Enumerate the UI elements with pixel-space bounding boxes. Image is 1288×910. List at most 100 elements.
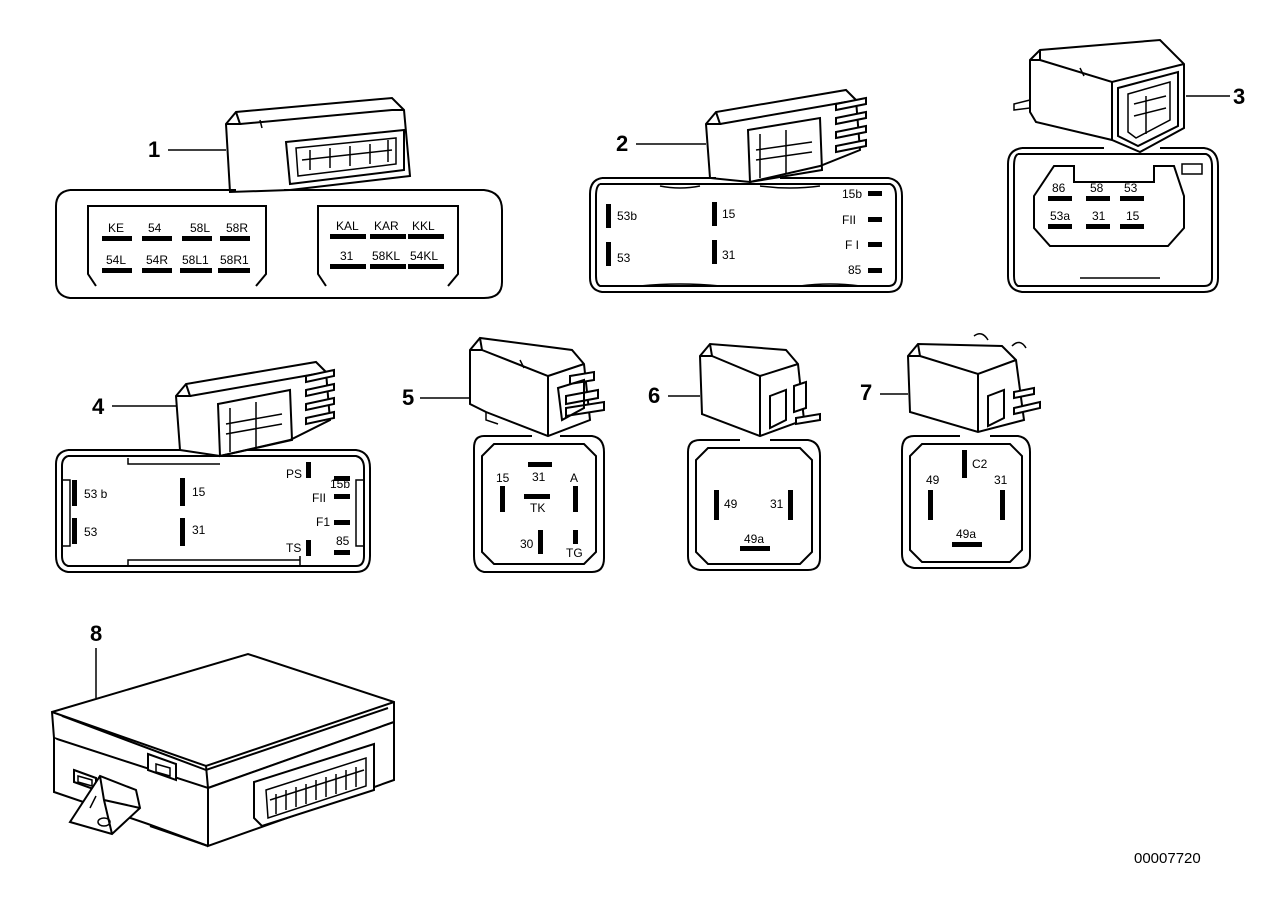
pin-label: 49 <box>926 473 940 487</box>
relay-4-pin-labels: 53 b 53 15 31 PS TS 15b FII F1 85 <box>72 462 350 556</box>
pin-label: 53a <box>1050 209 1070 223</box>
callout-4: 4 <box>92 394 105 419</box>
pin-contact <box>408 234 444 239</box>
pin-label: 53b <box>617 209 637 223</box>
pin-contact <box>182 236 212 241</box>
pin-contact <box>334 494 350 499</box>
relay-3-pin-face <box>1007 147 1219 293</box>
relay-2-body <box>704 88 867 184</box>
pin-contact <box>1120 224 1144 229</box>
callout-6: 6 <box>648 383 660 408</box>
pin-contact <box>1048 224 1072 229</box>
pin-label: 15 <box>1126 209 1140 223</box>
pin-label: 31 <box>340 249 354 263</box>
pin-label: 53 b <box>84 487 108 501</box>
relay-5-pin-face <box>473 435 605 573</box>
part-1: 1 KE 54 58L 58R 54L <box>55 96 503 299</box>
pin-label: 49 <box>724 497 738 511</box>
pin-contact <box>72 518 77 544</box>
relay-7-body <box>906 333 1041 434</box>
relay-5-body <box>469 336 605 438</box>
pin-label: 54KL <box>410 249 438 263</box>
pin-label: 58R <box>226 221 248 235</box>
pin-contact <box>142 236 172 241</box>
pin-contact <box>952 542 982 547</box>
pin-contact <box>528 462 552 467</box>
pin-label: 86 <box>1052 181 1066 195</box>
pin-label: 49a <box>744 532 764 546</box>
pin-label: 31 <box>532 470 546 484</box>
pin-contact <box>72 480 77 506</box>
pin-contact <box>102 236 132 241</box>
part-2: 2 53b 53 15 31 15b FII <box>589 88 903 293</box>
pin-contact <box>180 518 185 546</box>
pin-contact <box>573 486 578 512</box>
pin-contact <box>334 520 350 525</box>
pin-contact <box>500 486 505 512</box>
pin-contact <box>928 490 933 520</box>
pin-contact <box>330 234 366 239</box>
control-module-body <box>50 652 395 848</box>
relay-5-pin-labels: 15 31 A TK 30 TG <box>496 462 583 560</box>
pin-label: 58 <box>1090 181 1104 195</box>
pin-contact <box>712 240 717 264</box>
pin-contact <box>538 530 543 554</box>
callout-1: 1 <box>148 137 160 162</box>
pin-label: 31 <box>1092 209 1106 223</box>
pin-label: 54R <box>146 253 168 267</box>
pin-label: 58KL <box>372 249 400 263</box>
part-6: 6 49 31 49a <box>648 342 821 571</box>
pin-label: 31 <box>722 248 736 262</box>
pin-label: FII <box>842 213 856 227</box>
pin-label: 49a <box>956 527 976 541</box>
pin-label: 31 <box>770 497 784 511</box>
pin-label: TK <box>530 501 545 515</box>
document-number: 00007720 <box>1134 850 1201 867</box>
pin-contact <box>306 462 311 478</box>
pin-label: 31 <box>994 473 1008 487</box>
relay-1-pin-face <box>55 189 503 299</box>
pin-label: 15 <box>496 471 510 485</box>
relay-4-body <box>174 360 335 458</box>
pin-contact <box>1000 490 1005 520</box>
pin-label: 85 <box>848 263 862 277</box>
pin-label: 30 <box>520 537 534 551</box>
pin-contact <box>218 268 250 273</box>
pin-contact <box>788 490 793 520</box>
pin-label: 15b <box>842 187 862 201</box>
pin-contact <box>142 268 172 273</box>
part-8: 8 <box>50 621 395 848</box>
pin-label: FII <box>312 491 326 505</box>
pin-contact <box>334 550 350 555</box>
pin-label: KKL <box>412 219 435 233</box>
pin-label: 58L1 <box>182 253 209 267</box>
pin-label: 53 <box>617 251 631 265</box>
callout-5: 5 <box>402 385 414 410</box>
pin-contact <box>102 268 132 273</box>
part-5: 5 15 31 A TK 30 TG <box>402 336 605 573</box>
pin-label: 15 <box>722 207 736 221</box>
callout-8: 8 <box>90 621 102 646</box>
callout-2: 2 <box>616 131 628 156</box>
pin-label: 54L <box>106 253 126 267</box>
pin-label: TG <box>566 546 583 560</box>
pin-contact <box>330 264 366 269</box>
pin-contact <box>1086 224 1110 229</box>
pin-contact <box>1120 196 1144 201</box>
relay-6-pin-labels: 49 31 49a <box>714 490 793 551</box>
callout-7: 7 <box>860 380 872 405</box>
pin-contact <box>334 476 350 481</box>
pin-label: 85 <box>336 534 350 548</box>
pin-label: F I <box>845 238 859 252</box>
pin-contact <box>408 264 444 269</box>
pin-label: A <box>570 471 578 485</box>
pin-contact <box>868 268 882 273</box>
pin-label: 58L <box>190 221 210 235</box>
pin-contact <box>180 478 185 506</box>
callout-3: 3 <box>1233 84 1245 109</box>
pin-label: 53 <box>84 525 98 539</box>
pin-contact <box>962 450 967 478</box>
pin-label: 58R1 <box>220 253 249 267</box>
pin-contact <box>714 490 719 520</box>
